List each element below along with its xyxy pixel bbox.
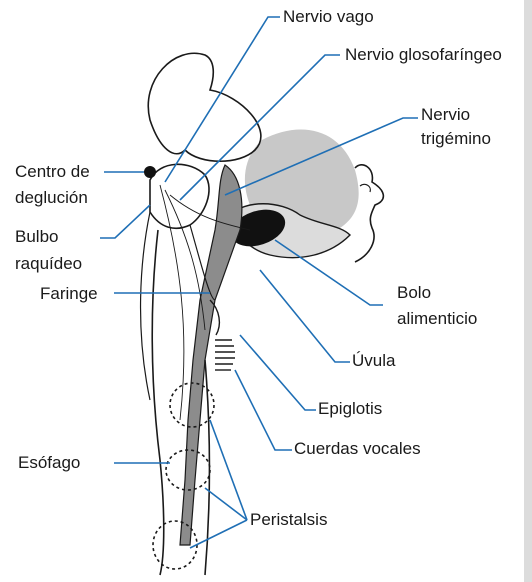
nostril <box>360 184 370 192</box>
label-nervio-trigemino-line2: trigémino <box>421 128 491 150</box>
label-epiglotis: Epiglotis <box>318 398 382 420</box>
brain-outline <box>148 53 261 161</box>
label-bolo-line2: alimenticio <box>397 308 477 330</box>
leader-epiglotis <box>240 335 316 410</box>
nerve-fiber <box>160 185 184 420</box>
label-faringe: Faringe <box>40 283 98 305</box>
face-profile <box>355 165 383 262</box>
leader-lines <box>100 17 418 548</box>
page-edge <box>524 0 532 582</box>
swallowing-center-dot <box>144 166 156 178</box>
brainstem-outline <box>150 164 209 228</box>
pharynx-column <box>180 165 242 545</box>
label-nervio-trigemino-line1: Nervio <box>421 104 470 126</box>
leader-bulbo <box>100 205 150 238</box>
label-cuerdas-vocales: Cuerdas vocales <box>294 438 421 460</box>
leader-uvula <box>260 270 350 362</box>
leader-cuerdas <box>235 370 292 450</box>
label-esofago: Esófago <box>18 452 80 474</box>
label-nervio-vago: Nervio vago <box>283 6 374 28</box>
label-centro-deglucion-line2: deglución <box>15 187 88 209</box>
label-uvula: Úvula <box>352 350 395 372</box>
label-nervio-glosofaringeo: Nervio glosofaríngeo <box>345 44 502 66</box>
label-bulbo-line1: Bulbo <box>15 226 58 248</box>
vocal-cords <box>215 340 235 370</box>
label-peristalsis: Peristalsis <box>250 509 327 531</box>
leader-peristalsis-3 <box>190 520 247 548</box>
label-centro-deglucion-line1: Centro de <box>15 161 90 183</box>
label-bulbo-line2: raquídeo <box>15 253 82 275</box>
label-bolo-line1: Bolo <box>397 282 431 304</box>
